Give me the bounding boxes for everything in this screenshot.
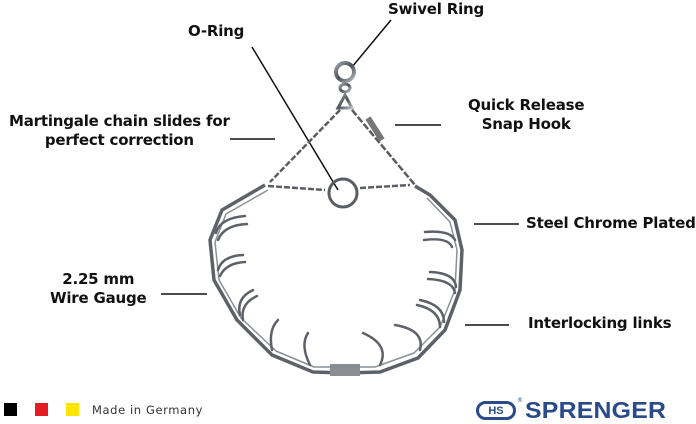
registered-mark: ® bbox=[517, 397, 523, 404]
prongs bbox=[214, 214, 458, 367]
label-wire-gauge: 2.25 mm Wire Gauge bbox=[50, 270, 147, 308]
martingale-chain bbox=[267, 109, 416, 209]
quick-release-line-1: Quick Release bbox=[468, 96, 585, 114]
callout-lines bbox=[161, 19, 519, 326]
quick-release-line-2: Snap Hook bbox=[481, 115, 571, 133]
label-swivel-ring: Swivel Ring bbox=[388, 0, 485, 18]
center-plate bbox=[330, 364, 360, 376]
german-flag-colors bbox=[4, 403, 79, 416]
flag-red-swatch bbox=[35, 403, 48, 416]
martingale-line-1: Martingale chain slides for bbox=[9, 112, 230, 130]
label-o-ring: O-Ring bbox=[188, 22, 245, 40]
label-interlocking-links: Interlocking links bbox=[528, 314, 672, 332]
swivel-ring-line bbox=[351, 19, 392, 68]
flag-black-swatch bbox=[4, 403, 17, 416]
swivel-ring bbox=[334, 61, 356, 110]
brand-name: SPRENGER bbox=[525, 397, 667, 423]
wire-gauge-line-1: 2.25 mm bbox=[62, 270, 135, 288]
label-quick-release: Quick Release Snap Hook bbox=[468, 96, 585, 134]
sprenger-logo: HS ® SPRENGER bbox=[476, 397, 666, 424]
flag-gold-swatch bbox=[66, 403, 79, 416]
martingale-line-2: perfect correction bbox=[44, 131, 194, 149]
o-ring bbox=[327, 177, 359, 209]
label-martingale-chain: Martingale chain slides for perfect corr… bbox=[9, 112, 230, 150]
hs-badge: HS bbox=[476, 401, 516, 420]
wire-gauge-line-2: Wire Gauge bbox=[50, 289, 147, 307]
made-in-germany: Made in Germany bbox=[92, 403, 203, 417]
o-ring-line bbox=[251, 46, 339, 191]
collar-links bbox=[208, 183, 464, 375]
label-steel-chrome: Steel Chrome Plated bbox=[526, 214, 696, 232]
